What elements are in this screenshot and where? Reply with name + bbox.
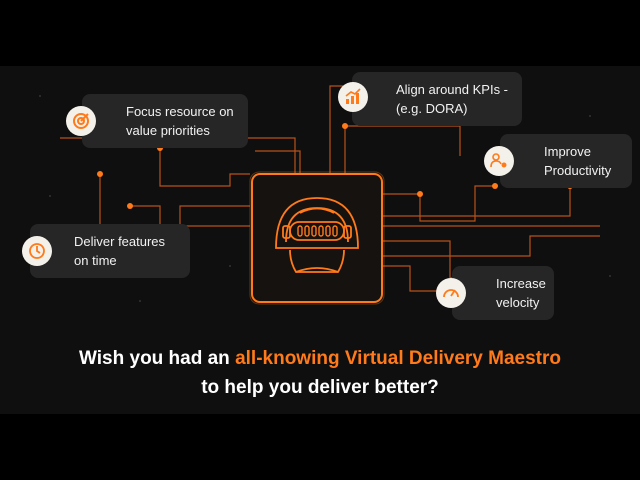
target-icon xyxy=(66,106,96,136)
card-deliver-text: Deliver features on time xyxy=(74,234,166,268)
card-focus-resources: Focus resource on value priorities xyxy=(82,94,248,148)
team-gear-icon xyxy=(484,146,514,176)
circuit-lines xyxy=(39,85,611,312)
clock-icon xyxy=(22,236,52,266)
card-improve-productivity: Improve Productivity xyxy=(500,134,632,188)
card-kpis-text: Align around KPIs - (e.g. DORA) xyxy=(396,82,509,116)
headline-line-1: Wish you had an all-knowing Virtual Deli… xyxy=(0,344,640,373)
headline-line-2: to help you deliver better? xyxy=(201,377,439,398)
chart-growth-icon xyxy=(338,82,368,112)
card-deliver-features: Deliver features on time xyxy=(30,224,190,278)
headline: Wish you had an all-knowing Virtual Deli… xyxy=(0,344,640,402)
card-productivity-text: Improve Productivity xyxy=(544,144,612,178)
headline-prefix: Wish you had an xyxy=(79,348,236,369)
card-velocity-text: Increase velocity xyxy=(496,276,546,310)
card-align-kpis: Align around KPIs - (e.g. DORA) xyxy=(352,72,522,126)
slide: Focus resource on value priorities Align… xyxy=(0,66,640,414)
card-focus-text: Focus resource on value priorities xyxy=(126,104,234,138)
letterbox-bottom xyxy=(0,414,640,480)
letterbox-top xyxy=(0,0,640,66)
speedometer-icon xyxy=(436,278,466,308)
card-increase-velocity: Increase velocity xyxy=(452,266,554,320)
headline-highlight: all-knowing Virtual Delivery Maestro xyxy=(235,348,561,369)
